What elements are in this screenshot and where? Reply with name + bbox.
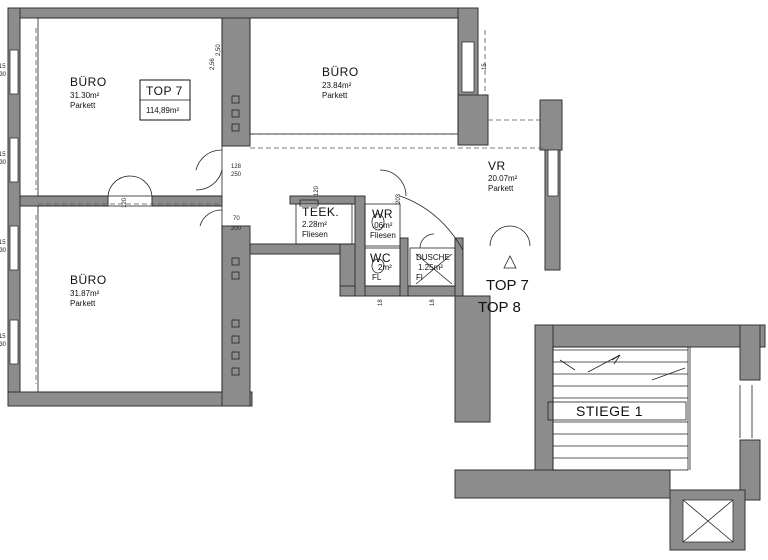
dim-label: 230 [0, 72, 7, 78]
room-area: 2m² [378, 263, 392, 272]
room-name: DUSCHE [416, 253, 450, 262]
stiege-label: STIEGE 1 [576, 403, 643, 419]
room-area: .06m² [372, 221, 393, 230]
room-area: 23.84m² [322, 81, 352, 90]
room-floor: Parkett [322, 91, 348, 100]
dim-label: 203 [396, 193, 402, 204]
unit-area: 114,89m² [146, 106, 180, 115]
entrance-arrow-icon [503, 255, 517, 269]
dim-label: 120 [122, 197, 128, 208]
top8-label: TOP 8 [478, 299, 521, 316]
windows-right [461, 41, 559, 197]
room-area: 20.07m² [488, 174, 518, 183]
room-floor: FL [372, 273, 382, 282]
dim-label: 200 [231, 226, 242, 232]
dim-label: 230 [0, 342, 7, 348]
room-name: VR [488, 159, 506, 173]
dim-label: 115 [0, 64, 6, 70]
room-area: 2.28m² [302, 220, 327, 229]
walls [7, 7, 563, 423]
dim-label: 18 [378, 299, 384, 306]
top8-label-clip: TOP 8 [478, 299, 521, 316]
room-area: 31.30m² [70, 91, 100, 100]
room-floor: Parkett [488, 184, 514, 193]
room-area: 31.87m² [70, 289, 100, 298]
dim-label: 18 [430, 299, 436, 306]
sanitary-fixtures [299, 199, 453, 285]
dim-label: 128 [231, 164, 242, 170]
dim-label: 230 [0, 248, 7, 254]
windows-left [9, 49, 19, 365]
dim-label: 2,56 [210, 58, 216, 70]
room-name: WC [370, 251, 391, 265]
dim-label: 230 [0, 160, 7, 166]
room-floor: Parkett [70, 299, 96, 308]
room-name: BÜRO [70, 273, 107, 287]
dim-label: 2,50 [216, 44, 222, 56]
room-name: BÜRO [70, 75, 107, 89]
sockets [231, 95, 240, 376]
dim-label: 115 [0, 240, 6, 246]
room-outlines [37, 17, 459, 393]
room-floor: Fliesen [370, 231, 396, 240]
room-area: 1.25m² [418, 263, 443, 272]
room-name: WR [372, 207, 393, 221]
room-floor: Fliesen [302, 230, 328, 239]
unit-label: TOP 7 [146, 84, 183, 98]
stairwell [454, 324, 766, 551]
dim-label: 15 [482, 63, 488, 70]
dim-label: 120 [314, 185, 320, 196]
room-floor: Parkett [70, 101, 96, 110]
room-name: TEEK. [302, 205, 339, 219]
room-name: BÜRO [322, 65, 359, 79]
dim-label: 70 [233, 216, 240, 222]
room-floor: Fl [416, 273, 423, 282]
dim-label: 115 [0, 152, 6, 158]
dim-label: 115 [0, 334, 6, 340]
top7-label: TOP 7 [486, 277, 529, 294]
dim-label: 250 [231, 172, 242, 178]
doors [107, 149, 531, 251]
